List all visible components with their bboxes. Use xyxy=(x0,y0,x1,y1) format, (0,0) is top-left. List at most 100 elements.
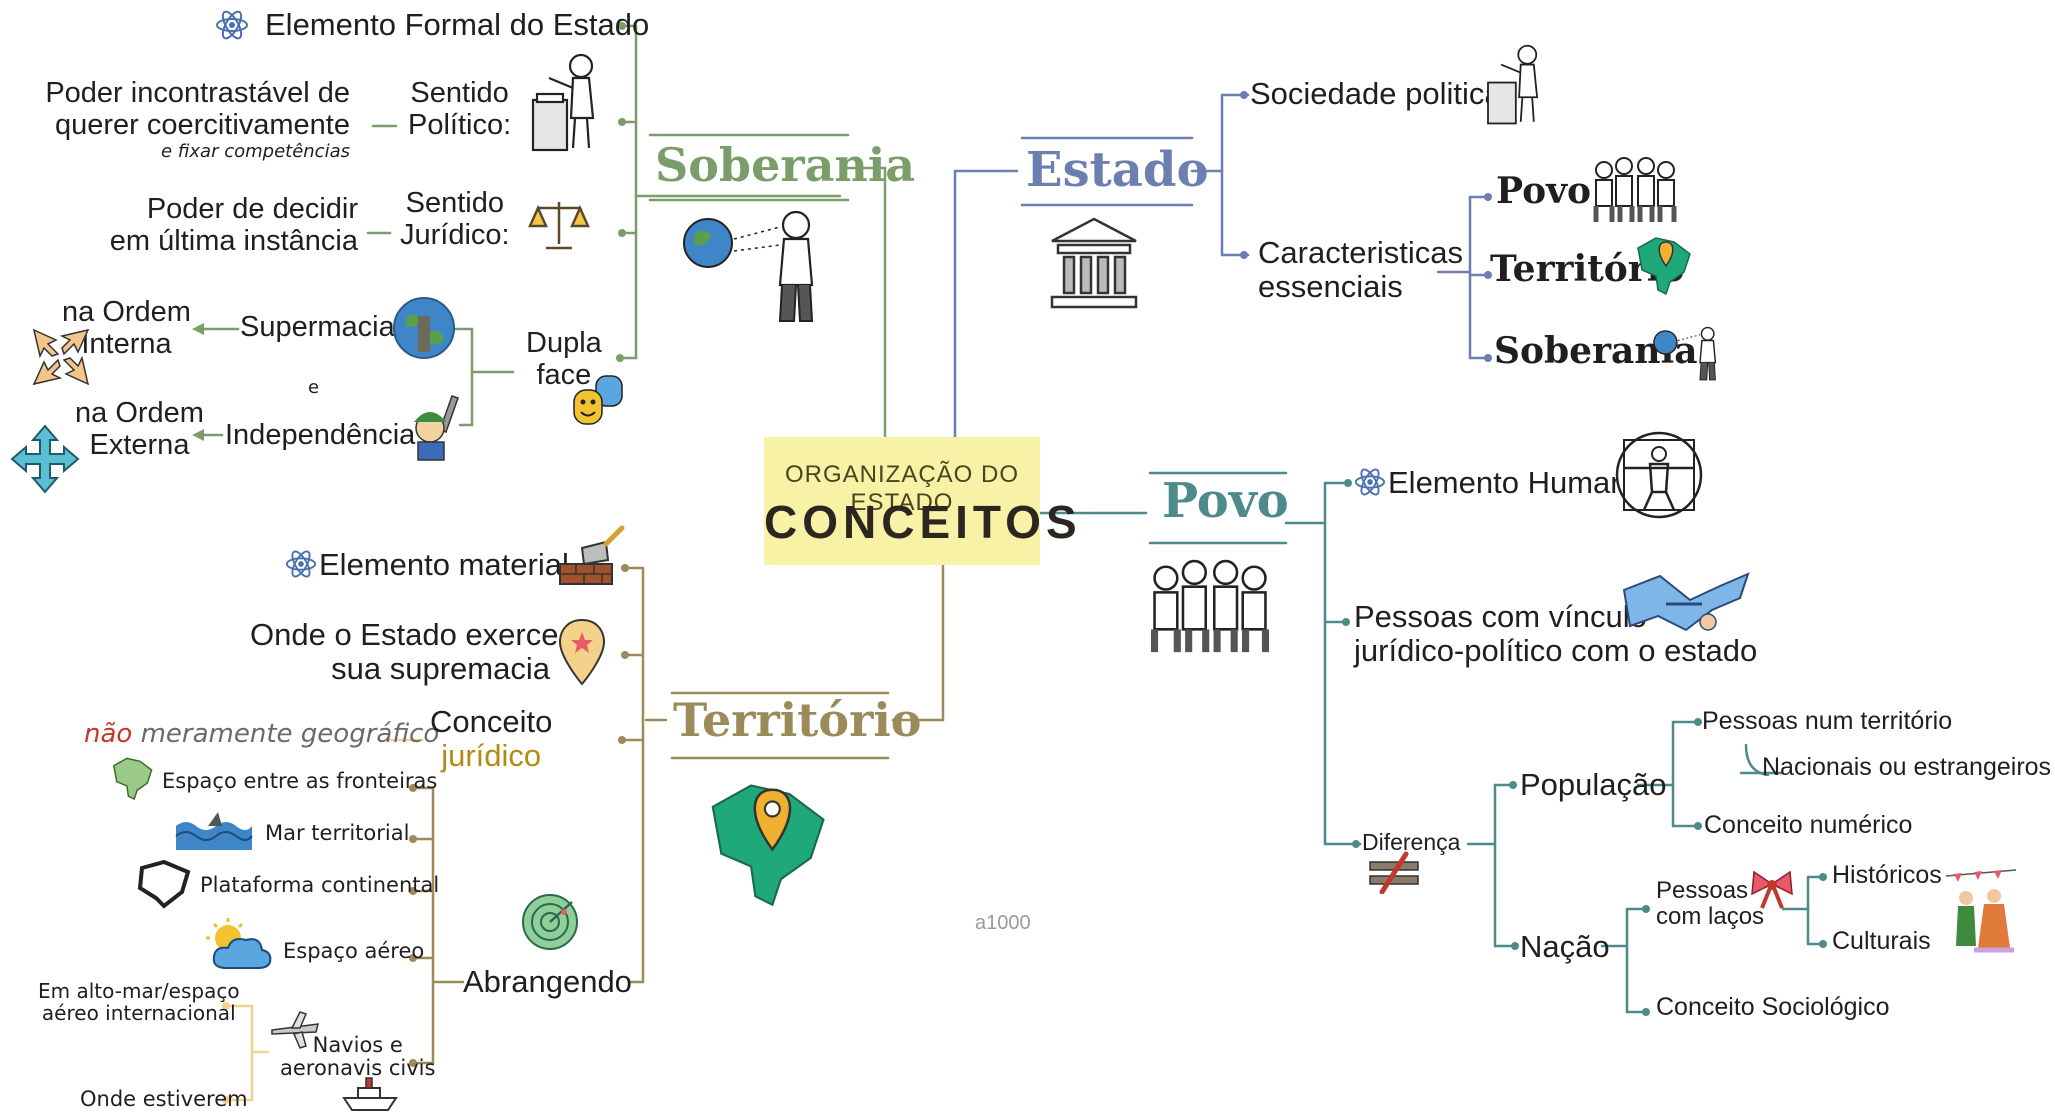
sentido-juridico-line1: Sentido xyxy=(405,187,504,219)
caracteristicas-line2: essenciais xyxy=(1258,269,1403,305)
lacos-line2: com laços xyxy=(1656,903,1765,931)
soberania-elemento-formal[interactable]: Elemento Formal do Estado xyxy=(265,7,650,42)
sentido-juridico-label[interactable]: Sentido Jurídico: xyxy=(400,187,510,252)
historicos-label[interactable]: Históricos xyxy=(1832,861,1942,889)
central-node[interactable]: ORGANIZAÇÃO DO ESTADO CONCEITOS xyxy=(764,437,1077,565)
sentido-juridico-line2: Jurídico: xyxy=(400,218,510,251)
elemento-humano-label[interactable]: Elemento Humano xyxy=(1388,465,1645,500)
interna-line1: na Ordem xyxy=(62,296,191,328)
alto-mar-label[interactable]: Em alto-mar/espaço aéreo internacional xyxy=(38,980,240,1024)
globe-person-icon xyxy=(392,296,456,365)
pessoas-territorio-label[interactable]: Pessoas num território xyxy=(1702,707,1953,735)
ship-icon xyxy=(340,1076,400,1115)
conceito-juridico-label[interactable]: Conceito jurídico xyxy=(430,704,553,774)
espaco-fronteiras-label[interactable]: Espaço entre as fronteiras xyxy=(162,769,438,793)
territorio-heading[interactable]: Território xyxy=(673,693,922,747)
dupla-face-label[interactable]: Dupla face xyxy=(526,327,602,392)
arrows-inward-icon xyxy=(30,326,92,393)
airplane-icon xyxy=(270,1010,320,1055)
pessoas-lacos-label[interactable]: Pessoas com laços xyxy=(1656,877,1765,931)
povo-heading[interactable]: Povo xyxy=(1162,473,1289,529)
nacionais-estrangeiros-label[interactable]: Nacionais ou estrangeiros xyxy=(1762,753,2052,781)
lacos-line1: Pessoas xyxy=(1656,877,1749,904)
inequality-icon xyxy=(1366,850,1422,899)
onde-estado-exerce-label[interactable]: Onde o Estado exerce sua supremacia xyxy=(250,617,559,687)
caracteristicas-label[interactable]: Caracteristicas essenciais xyxy=(1258,235,1463,305)
watermark: a1000 xyxy=(975,912,1031,934)
politico-def-small: e fixar competências xyxy=(160,140,350,162)
meramente-geografico: meramente geográfico xyxy=(140,719,440,749)
globe-thinker-icon-2 xyxy=(1652,320,1724,391)
alto-mar-line2: aéreo internacional xyxy=(41,1001,236,1025)
dupla-line1: Dupla xyxy=(526,327,602,359)
nacao-label[interactable]: Nação xyxy=(1520,929,1610,964)
estado-povo-item[interactable]: Povo xyxy=(1496,170,1592,212)
alto-mar-line1: Em alto-mar/espaço xyxy=(38,979,240,1003)
central-subtitle: ORGANIZAÇÃO DO ESTADO xyxy=(784,461,1020,516)
juridico-def-line2: em última instância xyxy=(109,224,358,257)
navios-line2: aeronavis civis xyxy=(280,1056,436,1081)
nao-word: não xyxy=(84,719,133,749)
sociedade-politica-label[interactable]: Sociedade politica xyxy=(1250,76,1502,111)
atom-icon xyxy=(215,8,249,47)
populacao-label[interactable]: População xyxy=(1520,767,1667,802)
espaco-aereo-label[interactable]: Espaço aéreo xyxy=(283,939,425,963)
estado-heading[interactable]: Estado xyxy=(1026,142,1209,198)
onde-line2: sua supremacia xyxy=(331,651,550,687)
voter-ballot-icon xyxy=(527,48,605,163)
bricks-trowel-icon xyxy=(556,524,628,593)
continental-shelf-icon xyxy=(134,858,196,915)
ordem-interna-label[interactable]: na Ordem Interna xyxy=(62,296,191,361)
interna-line2: Interna xyxy=(81,327,172,360)
handshake-chain-icon xyxy=(1620,568,1752,653)
mar-territorial-label[interactable]: Mar territorial xyxy=(265,821,410,845)
navios-aeronavis-label[interactable]: Navios e aeronavis civis xyxy=(280,1033,436,1081)
folk-dancers-icon xyxy=(1944,866,2018,963)
conceito-sociologico-label[interactable]: Conceito Sociológico xyxy=(1656,993,1890,1021)
shark-waves-icon xyxy=(174,812,254,857)
theater-masks-icon xyxy=(570,372,626,433)
culturais-label[interactable]: Culturais xyxy=(1832,927,1931,955)
radar-target-icon xyxy=(520,892,580,957)
voter-ballot-icon-2 xyxy=(1476,40,1554,135)
soberania-heading[interactable]: Soberania xyxy=(655,138,916,192)
conceito-numerico-label[interactable]: Conceito numérico xyxy=(1704,811,1913,839)
ordem-externa-label[interactable]: na Ordem Externa xyxy=(75,397,204,462)
sentido-politico-definition: Poder incontrastável de querer coercitiv… xyxy=(40,77,350,162)
elemento-material-label[interactable]: Elemento material xyxy=(319,547,569,582)
juridico-word: jurídico xyxy=(441,738,542,774)
politico-def-line1: Poder incontrastável de xyxy=(45,77,350,109)
conceito-line: Conceito xyxy=(430,704,553,739)
plataforma-continental-label[interactable]: Plataforma continental xyxy=(200,873,440,897)
ribbon-bow-icon xyxy=(1750,868,1794,915)
externa-line1: na Ordem xyxy=(75,397,204,429)
diferenca-label[interactable]: Diferença xyxy=(1362,829,1461,855)
abrangendo-label[interactable]: Abrangendo xyxy=(463,964,632,999)
onde-line1: Onde o Estado exerce xyxy=(250,617,559,652)
pessoas-vinculo-line2: jurídico-político com o estado xyxy=(1354,633,1758,669)
juridico-def-line1: Poder de decidir xyxy=(146,193,358,225)
pessoas-vinculo-label[interactable]: Pessoas com vínculo jurídico-político co… xyxy=(1354,599,1758,669)
sun-cloud-icon xyxy=(206,918,274,977)
caracteristicas-line1: Caracteristicas xyxy=(1258,235,1463,270)
atom-icon-3 xyxy=(285,548,317,585)
sentido-politico-label[interactable]: Sentido Político: xyxy=(408,77,512,142)
supremacia-label[interactable]: Supermacia xyxy=(240,311,395,343)
independencia-label[interactable]: Independência xyxy=(225,419,416,451)
politico-def-line2: querer coercitivamente xyxy=(55,108,350,141)
people-hands-together-icon xyxy=(1146,556,1274,665)
brazil-map-pin-icon-large xyxy=(700,768,832,923)
scales-of-justice-icon xyxy=(528,196,590,257)
navios-line1: Navios e xyxy=(312,1033,403,1057)
sentido-politico-line2: Político: xyxy=(408,108,512,141)
pessoas-vinculo-line1: Pessoas com vínculo xyxy=(1354,599,1647,634)
knight-icon xyxy=(406,392,466,469)
sentido-juridico-definition: Poder de decidir em última instância xyxy=(40,193,358,258)
people-group-icon xyxy=(1590,156,1680,231)
conjunction-e: e xyxy=(308,377,320,398)
government-building-icon xyxy=(1048,215,1140,318)
sentido-politico-line1: Sentido xyxy=(410,77,509,109)
onde-estiverem-label[interactable]: Onde estiverem xyxy=(80,1087,248,1111)
